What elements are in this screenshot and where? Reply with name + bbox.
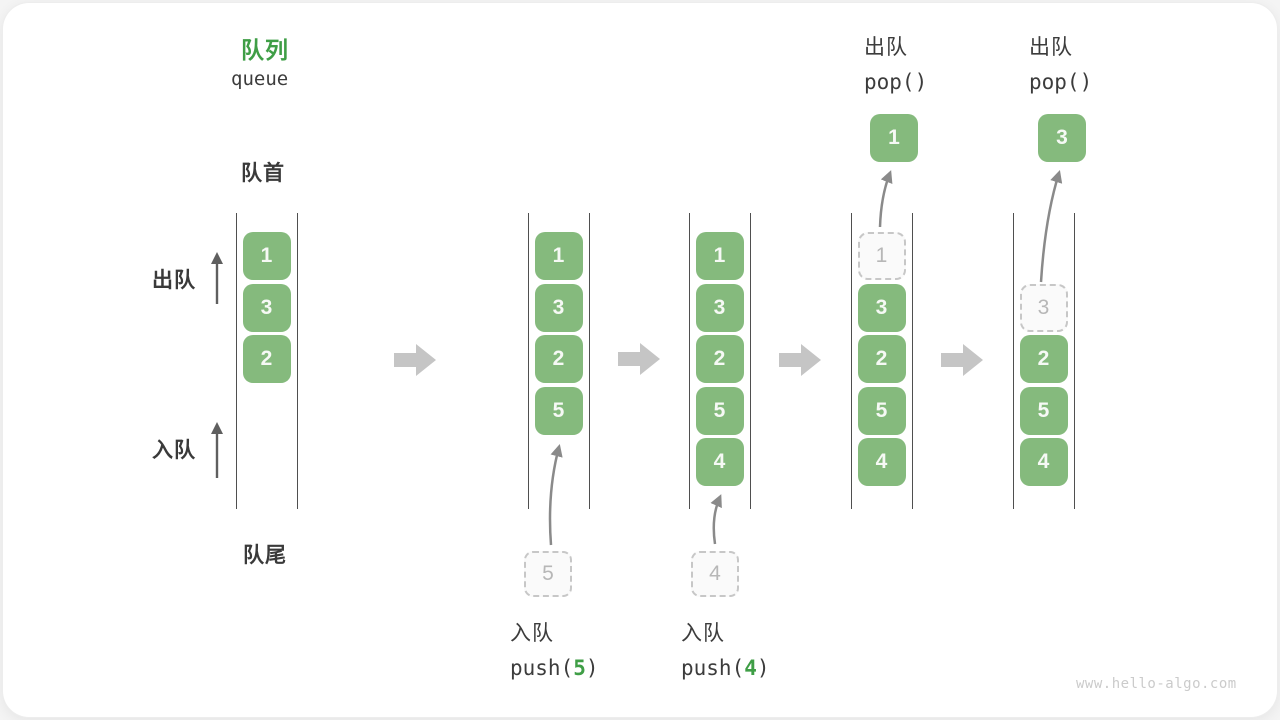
popped-value-box: 1 bbox=[870, 114, 918, 162]
queue-cell: 5 bbox=[695, 386, 744, 435]
watermark: www.hello-algo.com bbox=[1076, 676, 1237, 692]
op-label-pop-1: 出队 pop() bbox=[864, 31, 927, 94]
op-label-pop-2: 出队 pop() bbox=[1029, 31, 1092, 94]
queue-state-3: 1 3 2 5 4 bbox=[689, 213, 751, 509]
queue-cell: 3 bbox=[534, 283, 583, 332]
label-queue-rear: 队尾 bbox=[243, 544, 287, 567]
queue-state-4: 1 3 2 5 4 bbox=[851, 213, 913, 509]
op-arg: 5 bbox=[573, 656, 586, 680]
popped-value-box: 3 bbox=[1038, 114, 1086, 162]
queue-state-1: 1 3 2 bbox=[236, 213, 298, 509]
queue-cell: 3 bbox=[695, 283, 744, 332]
op-label-code: pop() bbox=[1029, 70, 1093, 94]
op-label-zh: 出队 bbox=[864, 36, 908, 59]
queue-cell: 3 bbox=[242, 283, 291, 332]
op-label-zh: 入队 bbox=[681, 622, 725, 645]
queue-cell: 5 bbox=[1019, 386, 1068, 435]
queue-cell: 2 bbox=[534, 335, 583, 383]
op-label-zh: 出队 bbox=[1029, 36, 1073, 59]
op-label-zh: 入队 bbox=[510, 622, 554, 645]
queue-cell: 5 bbox=[534, 386, 583, 435]
label-enqueue-direction: 入队 bbox=[152, 439, 196, 462]
queue-cell: 2 bbox=[1019, 335, 1068, 383]
pending-enqueue-box: 5 bbox=[524, 551, 572, 597]
label-dequeue-direction: 出队 bbox=[152, 269, 196, 292]
op-arg: 4 bbox=[744, 656, 757, 680]
page-subtitle: queue bbox=[231, 68, 289, 90]
queue-cell: 1 bbox=[242, 232, 291, 280]
queue-cell: 4 bbox=[1019, 438, 1068, 486]
queue-cell: 4 bbox=[857, 438, 906, 486]
queue-cell-removed: 1 bbox=[857, 232, 906, 280]
label-queue-front: 队首 bbox=[241, 162, 285, 185]
op-label-push-5: 入队 push(5) bbox=[510, 617, 599, 680]
pending-enqueue-box: 4 bbox=[691, 551, 739, 597]
queue-cell: 2 bbox=[695, 335, 744, 383]
queue-state-2: 1 3 2 5 bbox=[528, 213, 590, 509]
figure-card bbox=[3, 3, 1277, 717]
queue-cell: 2 bbox=[242, 335, 291, 383]
queue-cell: 1 bbox=[695, 232, 744, 280]
queue-cell: 4 bbox=[695, 438, 744, 486]
queue-cell-removed: 3 bbox=[1019, 283, 1068, 332]
queue-cell: 2 bbox=[857, 335, 906, 383]
op-label-code: push(5) bbox=[510, 656, 599, 680]
queue-cell: 1 bbox=[534, 232, 583, 280]
page-title: 队列 bbox=[241, 37, 289, 63]
queue-cell: 5 bbox=[857, 386, 906, 435]
op-label-code: pop() bbox=[864, 70, 928, 94]
op-label-push-4: 入队 push(4) bbox=[681, 617, 770, 680]
op-label-code: push(4) bbox=[681, 656, 770, 680]
queue-state-5: 3 2 5 4 bbox=[1013, 213, 1075, 509]
queue-cell: 3 bbox=[857, 283, 906, 332]
